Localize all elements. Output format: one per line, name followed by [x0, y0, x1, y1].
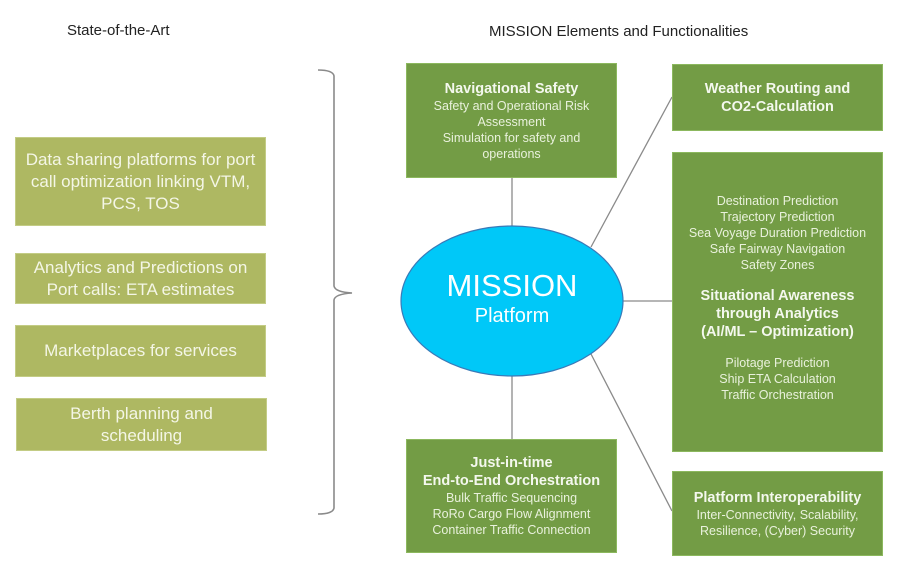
- just-in-time-title: Just-in-time: [470, 455, 553, 471]
- mission-elements-heading: MISSION Elements and Functionalities: [489, 23, 749, 40]
- weather-routing-title: CO2-Calculation: [721, 98, 834, 115]
- situational-awareness-title: through Analytics: [716, 306, 839, 322]
- connector-weather-routing: [590, 96, 673, 248]
- situational-awareness-item: Traffic Orchestration: [721, 388, 834, 402]
- just-in-time-item: Bulk Traffic Sequencing: [445, 491, 578, 505]
- situational-awareness-item: Safe Fairway Navigation: [709, 242, 846, 256]
- mission-platform-label: MISSION Platform: [412, 268, 612, 328]
- soa-item-marketplaces: Marketplaces for services: [15, 325, 266, 377]
- situational-awareness-item: Safety Zones: [740, 258, 815, 272]
- soa-item-berth-planning: Berth planning and scheduling: [16, 398, 267, 451]
- just-in-time-title: End-to-End Orchestration: [422, 473, 601, 489]
- platform-interoperability-title: Platform Interoperability: [693, 489, 862, 506]
- weather-routing-box: Weather Routing and CO2-Calculation: [672, 64, 883, 131]
- platform-interoperability-item: Inter-Connectivity, Scalability,: [696, 507, 859, 522]
- grouping-brace: [317, 69, 353, 515]
- navigational-safety-line: Assessment: [477, 114, 546, 129]
- soa-item-data-sharing: Data sharing platforms for port call opt…: [15, 137, 266, 226]
- situational-awareness-item: Destination Prediction: [716, 194, 839, 208]
- soa-item-analytics-predictions: Analytics and Predictions on Port calls:…: [15, 253, 266, 304]
- navigational-safety-line: operations: [482, 146, 541, 161]
- platform-subtitle: Platform: [474, 305, 550, 327]
- navigational-safety-title: Navigational Safety: [444, 80, 579, 97]
- just-in-time-item: RoRo Cargo Flow Alignment: [432, 507, 591, 521]
- situational-awareness-item: Trajectory Prediction: [720, 210, 835, 224]
- weather-routing-title: Weather Routing and: [704, 80, 851, 97]
- platform-interoperability-box: Platform Interoperability Inter-Connecti…: [672, 471, 883, 556]
- platform-interoperability-item: Resilience, (Cyber) Security: [700, 523, 855, 538]
- situational-awareness-item: Ship ETA Calculation: [719, 372, 836, 386]
- situational-awareness-title: (AI/ML – Optimization): [701, 324, 854, 340]
- state-of-the-art-heading: State-of-the-Art: [67, 22, 170, 39]
- situational-awareness-item: Sea Voyage Duration Prediction: [688, 226, 867, 240]
- navigational-safety-line: Simulation for safety and: [442, 130, 581, 145]
- connector-platform-interoperability: [590, 353, 673, 512]
- mission-title: MISSION: [446, 268, 578, 303]
- just-in-time-box: Just-in-time End-to-End Orchestration Bu…: [406, 439, 617, 553]
- situational-awareness-item: Pilotage Prediction: [725, 356, 830, 370]
- navigational-safety-line: Safety and Operational Risk: [433, 98, 590, 113]
- navigational-safety-box: Navigational Safety Safety and Operation…: [406, 63, 617, 178]
- situational-awareness-title: Situational Awareness: [700, 288, 855, 304]
- just-in-time-item: Container Traffic Connection: [432, 523, 591, 537]
- mission-platform-ellipse: [400, 225, 624, 377]
- situational-awareness-box: Destination Prediction Trajectory Predic…: [672, 152, 883, 452]
